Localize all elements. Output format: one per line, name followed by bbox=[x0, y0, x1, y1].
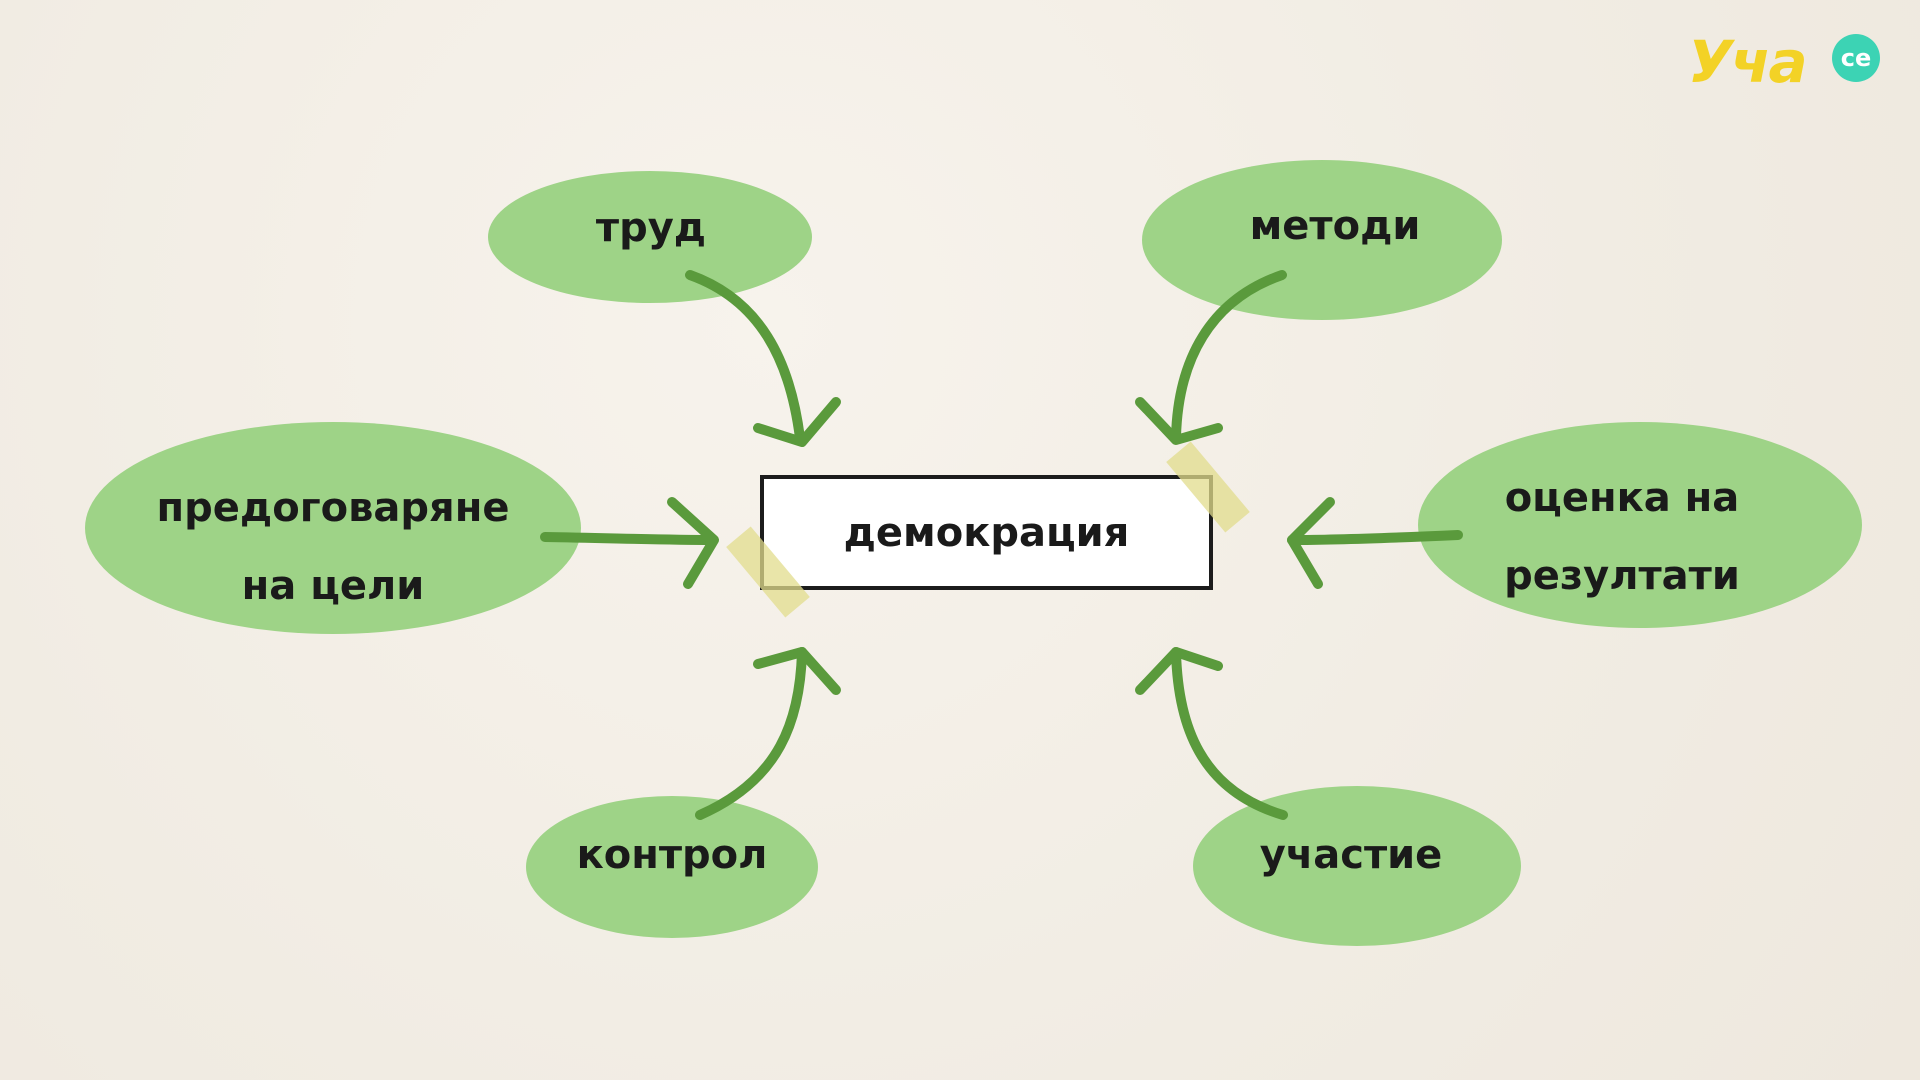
bubble-trud bbox=[488, 171, 812, 303]
arrowhead-uchastie bbox=[1135, 647, 1223, 695]
arrowhead-trud bbox=[753, 397, 841, 447]
arrowhead-kontrol bbox=[753, 647, 841, 695]
bubble-otsenka bbox=[1418, 422, 1862, 628]
logo-wordmark: Уча bbox=[1688, 28, 1808, 96]
node-otsenka: оценка на резултати bbox=[1504, 459, 1740, 615]
arrow-kontrol bbox=[695, 647, 807, 820]
node-predogovaryane-line1: предоговаряне bbox=[156, 485, 510, 531]
arrow-uchastie bbox=[1171, 647, 1288, 820]
node-predogovaryane-line2: на цели bbox=[241, 563, 425, 609]
arrowhead-predogovaryane bbox=[667, 497, 719, 589]
bubble-predogovaryane bbox=[85, 422, 581, 634]
center-concept-label: демокрация bbox=[843, 509, 1130, 556]
node-metodi: методи bbox=[1249, 203, 1421, 249]
node-kontrol: контрол bbox=[576, 832, 768, 878]
bubble-uchastie bbox=[1193, 786, 1521, 946]
logo-badge: се bbox=[1832, 34, 1880, 82]
uchase-logo: Уча се bbox=[1688, 28, 1888, 108]
arrow-predogovaryane bbox=[540, 532, 717, 545]
bubble-kontrol bbox=[526, 796, 818, 938]
node-predogovaryane: предоговаряне на цели bbox=[157, 469, 510, 625]
logo-badge-text: се bbox=[1840, 44, 1872, 72]
arrow-metodi bbox=[1171, 270, 1287, 442]
node-trud: труд bbox=[595, 205, 707, 251]
center-concept-box: демокрация bbox=[760, 475, 1213, 590]
node-otsenka-line2: резултати bbox=[1504, 553, 1740, 599]
node-uchastie: участие bbox=[1259, 832, 1443, 878]
bubble-metodi bbox=[1142, 160, 1502, 320]
node-otsenka-line1: оценка на bbox=[1504, 475, 1740, 521]
arrowhead-metodi bbox=[1135, 397, 1223, 445]
arrowhead-otsenka bbox=[1287, 497, 1335, 589]
arrow-otsenka bbox=[1287, 530, 1463, 545]
arrow-trud bbox=[685, 270, 805, 443]
